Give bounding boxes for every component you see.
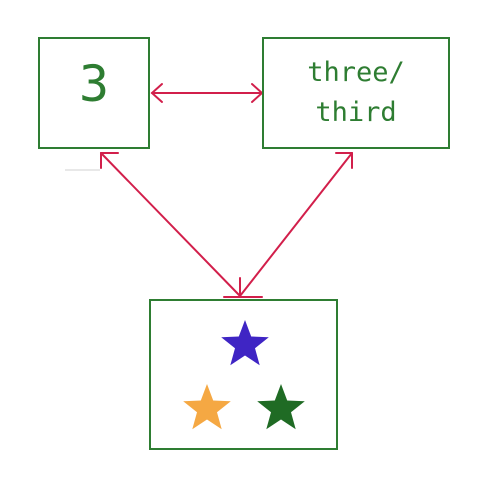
word-text: three/ third <box>264 53 448 133</box>
word-line-1: three/ <box>307 57 405 88</box>
numeral-text: 3 <box>78 55 110 113</box>
stars-group <box>183 320 305 430</box>
arrow-word-stars <box>239 152 353 297</box>
star-purple-icon <box>221 320 269 366</box>
star-orange-icon <box>183 384 231 430</box>
numeral-card: 3 <box>38 37 150 149</box>
star-green-icon <box>257 384 305 430</box>
arrow-numeral-word <box>150 83 264 103</box>
word-line-2: third <box>315 97 397 128</box>
word-card: three/ third <box>262 37 450 149</box>
arrow-numeral-stars <box>100 152 263 298</box>
quantity-card <box>149 299 338 450</box>
